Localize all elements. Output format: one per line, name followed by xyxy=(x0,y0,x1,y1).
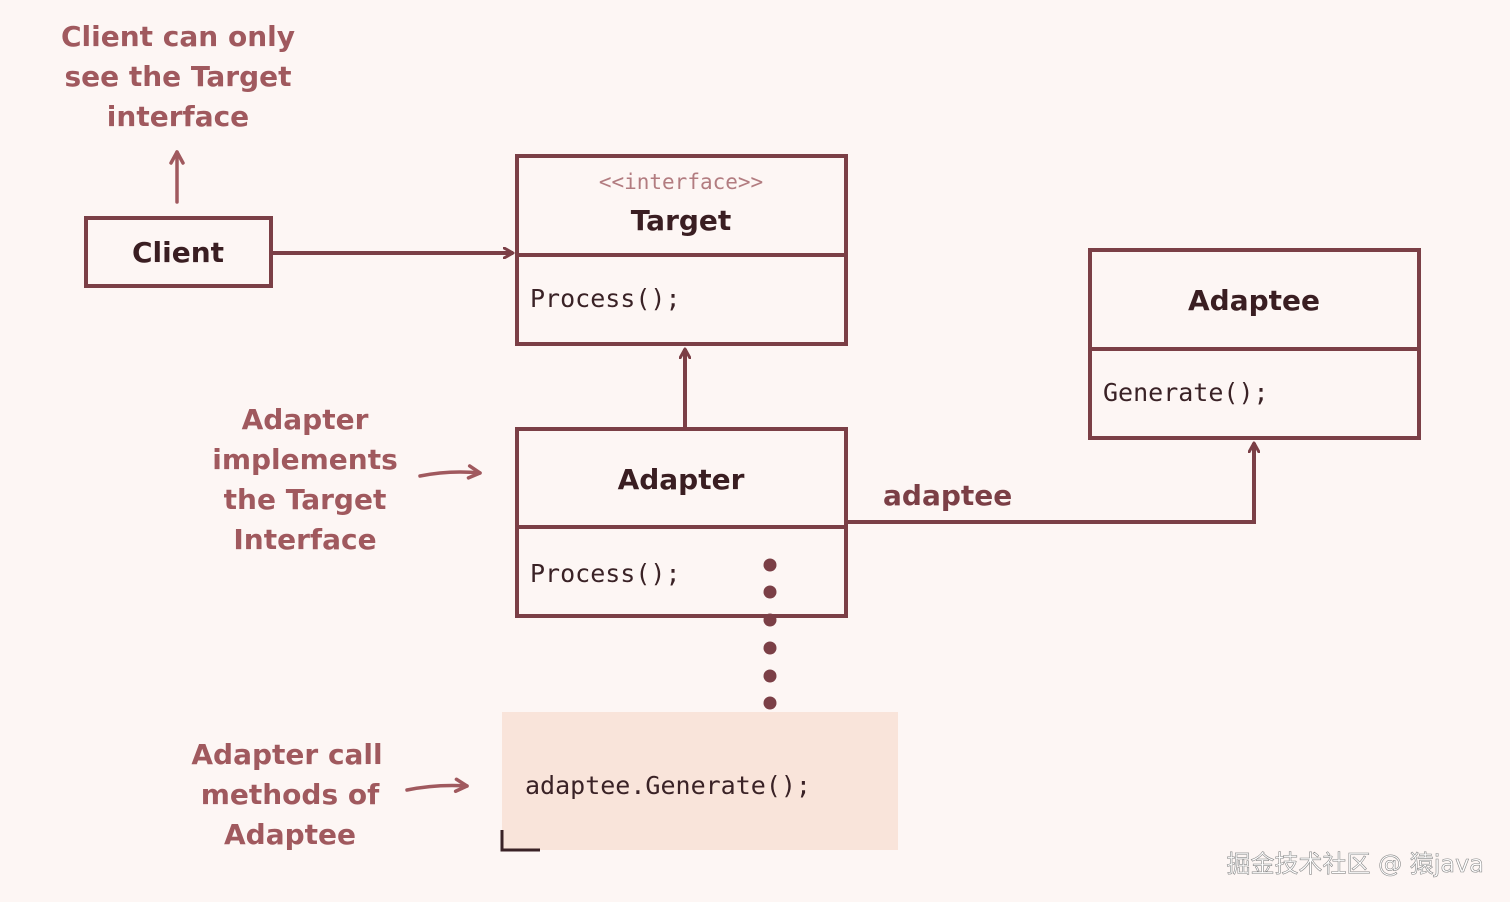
adapter-implements-note: Adapter implements the Target Interface xyxy=(212,403,398,556)
adapter-box: Adapter Process(); xyxy=(515,427,848,618)
connector-dot xyxy=(763,696,777,710)
adaptee-box-title: Adaptee xyxy=(1188,284,1320,317)
connector-dot xyxy=(763,613,777,627)
target-box-frame xyxy=(515,154,848,346)
target-box-title: Target xyxy=(631,204,732,237)
watermark: 掘金技术社区 @ 猿java xyxy=(1226,850,1484,878)
client-visibility-note-line-1: Client can only xyxy=(61,20,295,53)
adapter-box-method: Process(); xyxy=(530,559,681,588)
adapter-calls-note: Adapter call methods of Adaptee xyxy=(191,738,382,851)
adapter-implements-note-line-2: implements xyxy=(212,443,398,476)
adapter-to-adaptee-arrow-icon xyxy=(846,443,1254,524)
adapter-implements-note-line-4: Interface xyxy=(233,523,376,556)
target-box-stereotype: <<interface>> xyxy=(599,170,763,194)
client-visibility-note: Client can only see the Target interface xyxy=(61,20,295,133)
connector-dot xyxy=(763,669,777,683)
adapter-implements-note-arrow-icon xyxy=(418,464,482,480)
adapter-calls-note-arrow-icon xyxy=(405,777,469,794)
connector-dot xyxy=(763,641,777,655)
client-box-title: Client xyxy=(132,236,224,269)
adaptee-association-label: adaptee xyxy=(883,479,1012,512)
client-visibility-note-line-3: interface xyxy=(107,100,249,133)
adapter-box-title: Adapter xyxy=(618,463,745,496)
adaptee-box: Adaptee Generate(); xyxy=(1088,248,1421,440)
code-note-text: adaptee.Generate(); xyxy=(525,771,811,800)
client-visibility-note-line-2: see the Target xyxy=(64,60,291,93)
adapter-calls-note-line-1: Adapter call xyxy=(191,738,382,771)
target-box: <<interface>> Target Process(); xyxy=(515,154,848,346)
dotted-connector xyxy=(763,558,777,710)
code-note-corner xyxy=(500,830,540,852)
target-box-method: Process(); xyxy=(530,284,681,313)
adapter-calls-note-line-2: methods of xyxy=(201,778,380,811)
adaptee-box-frame xyxy=(1088,248,1421,440)
connector-dot xyxy=(763,585,777,599)
adapter-implements-note-line-1: Adapter xyxy=(242,403,369,436)
code-note: adaptee.Generate(); xyxy=(500,712,898,852)
adapter-implements-note-line-3: the Target xyxy=(224,483,387,516)
code-note-background xyxy=(502,712,898,850)
adaptee-box-method: Generate(); xyxy=(1103,378,1269,407)
client-box: Client xyxy=(84,216,273,288)
adapter-calls-note-line-3: Adaptee xyxy=(224,818,356,851)
connector-dot xyxy=(763,558,777,572)
